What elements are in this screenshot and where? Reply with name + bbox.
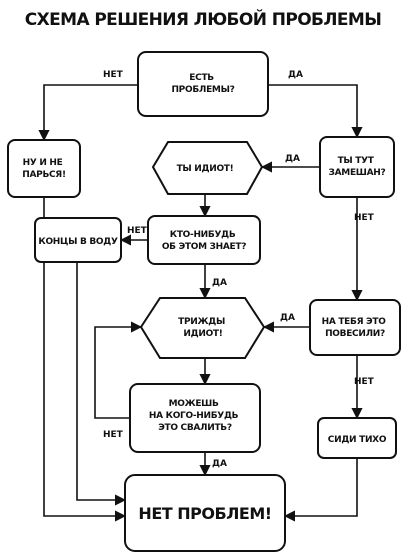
svg-text:ЕСТЬ ПРОБЛЕМЫ?: ЕСТЬ ПРОБЛЕМЫ? bbox=[171, 73, 234, 95]
node-messed-up: ТЫ ТУТ ЗАМЕШАН? bbox=[319, 136, 395, 198]
label-other-no: НЕТ bbox=[103, 430, 124, 440]
edge-quiet-to-noproblem bbox=[283, 458, 358, 522]
label-blamed-no: НЕТ bbox=[354, 377, 375, 387]
node-dont-worry-line2: ПАРЬСЯ! bbox=[22, 170, 66, 180]
label-blamed-yes: ДА bbox=[280, 313, 295, 323]
svg-text:НЕТ ПРОБЛЕМ!: НЕТ ПРОБЛЕМ! bbox=[138, 504, 271, 523]
svg-text:СИДИ ТИХО: СИДИ ТИХО bbox=[328, 435, 387, 445]
label-problems-no: НЕТ bbox=[103, 70, 124, 80]
node-dont-worry-line1: НУ И НЕ bbox=[23, 158, 63, 168]
label-messed-yes: ДА bbox=[285, 154, 300, 164]
edge-problems-no bbox=[38, 84, 138, 142]
svg-text:КТО-НИБУДЬ ОБ ЭТОМ ЗНАЕТ: КТО-НИБУДЬ ОБ ЭТОМ ЗНАЕТ? bbox=[162, 230, 246, 252]
svg-text:НА ТЕБЯ ЭТО ПОВЕСИЛИ?: НА ТЕБЯ ЭТО ПОВЕСИЛИ? bbox=[322, 317, 389, 339]
node-blame-other-line2: НА КОГО-НИБУДЬ bbox=[149, 411, 239, 421]
node-hide-line1: КОНЦЫ В ВОДУ bbox=[38, 237, 118, 247]
edge-hide-to-noproblem bbox=[76, 262, 127, 506]
node-no-problem: НЕТ ПРОБЛЕМ! bbox=[124, 474, 286, 552]
node-blame-you: НА ТЕБЯ ЭТО ПОВЕСИЛИ? bbox=[309, 299, 401, 356]
svg-text:ТЫ ТУТ ЗАМЕШАН?: ТЫ ТУТ ЗАМЕШАН? bbox=[329, 156, 386, 178]
label-other-yes: ДА bbox=[212, 459, 227, 469]
label-messed-no: НЕТ bbox=[354, 213, 375, 223]
connectors bbox=[38, 84, 363, 522]
node-sit-quiet-line1: СИДИ ТИХО bbox=[328, 435, 387, 445]
node-messed-up-line1: ТЫ ТУТ bbox=[338, 156, 375, 166]
node-dont-worry: НУ И НЕ ПАРЬСЯ! bbox=[7, 139, 81, 198]
node-blame-other-line3: ЭТО СВАЛИТЬ? bbox=[158, 423, 232, 433]
label-knows-yes: ДА bbox=[212, 278, 227, 288]
svg-text:НУ И НЕ ПАРЬСЯ!: НУ И НЕ ПАРЬСЯ! bbox=[22, 158, 66, 180]
edge-dontworry-to-noproblem bbox=[43, 197, 127, 522]
node-messed-up-line2: ЗАМЕШАН? bbox=[329, 168, 386, 178]
label-knows-no: НЕТ bbox=[127, 226, 148, 236]
node-anyone-knows: КТО-НИБУДЬ ОБ ЭТОМ ЗНАЕТ? bbox=[147, 215, 261, 265]
node-blame-you-line2: ПОВЕСИЛИ? bbox=[325, 329, 385, 339]
node-sit-quiet: СИДИ ТИХО bbox=[317, 417, 397, 459]
node-blame-other-line1: МОЖЕШЬ bbox=[169, 399, 219, 409]
node-triple-idiot-line2: ИДИОТ! bbox=[183, 329, 222, 339]
node-problems-line1: ЕСТЬ bbox=[189, 73, 214, 83]
edge-problems-yes bbox=[268, 84, 363, 139]
node-blame-you-line1: НА ТЕБЯ ЭТО bbox=[322, 317, 387, 327]
svg-text:ТРИЖДЫ ИДИОТ!: ТРИЖДЫ ИДИОТ! bbox=[178, 317, 228, 339]
node-anyone-knows-line1: КТО-НИБУДЬ bbox=[170, 230, 236, 240]
node-idiot: ТЫ ИДИОТ! bbox=[151, 141, 264, 195]
label-problems-yes: ДА bbox=[288, 70, 303, 80]
node-hide: КОНЦЫ В ВОДУ bbox=[34, 217, 122, 263]
node-anyone-knows-line2: ОБ ЭТОМ ЗНАЕТ? bbox=[162, 242, 246, 252]
page-title: СХЕМА РЕШЕНИЯ ЛЮБОЙ ПРОБЛЕМЫ bbox=[25, 8, 382, 30]
svg-text:ТЫ ИДИОТ!: ТЫ ИДИОТ! bbox=[177, 164, 234, 174]
node-no-problem-line1: НЕТ ПРОБЛЕМ! bbox=[138, 504, 271, 523]
svg-text:КОНЦЫ В ВОДУ: КОНЦЫ В ВОДУ bbox=[38, 237, 118, 247]
node-problems: ЕСТЬ ПРОБЛЕМЫ? bbox=[137, 51, 269, 117]
edge-other-no bbox=[94, 321, 143, 419]
edge-labels: НЕТ ДА ДА НЕТ НЕТ ДА ДА НЕТ НЕТ ДА bbox=[103, 70, 375, 469]
node-idiot-line1: ТЫ ИДИОТ! bbox=[177, 164, 234, 174]
node-triple-idiot-line1: ТРИЖДЫ bbox=[178, 317, 225, 327]
node-blame-other: МОЖЕШЬ НА КОГО-НИБУДЬ ЭТО СВАЛИТЬ? bbox=[129, 383, 261, 453]
svg-text:МОЖЕШЬ НА КОГО-НИБУДЬ: МОЖЕШЬ НА КОГО-НИБУДЬ ЭТО СВАЛИТЬ? bbox=[149, 399, 241, 433]
node-problems-line2: ПРОБЛЕМЫ? bbox=[171, 85, 234, 95]
node-triple-idiot: ТРИЖДЫ ИДИОТ! bbox=[139, 297, 266, 359]
